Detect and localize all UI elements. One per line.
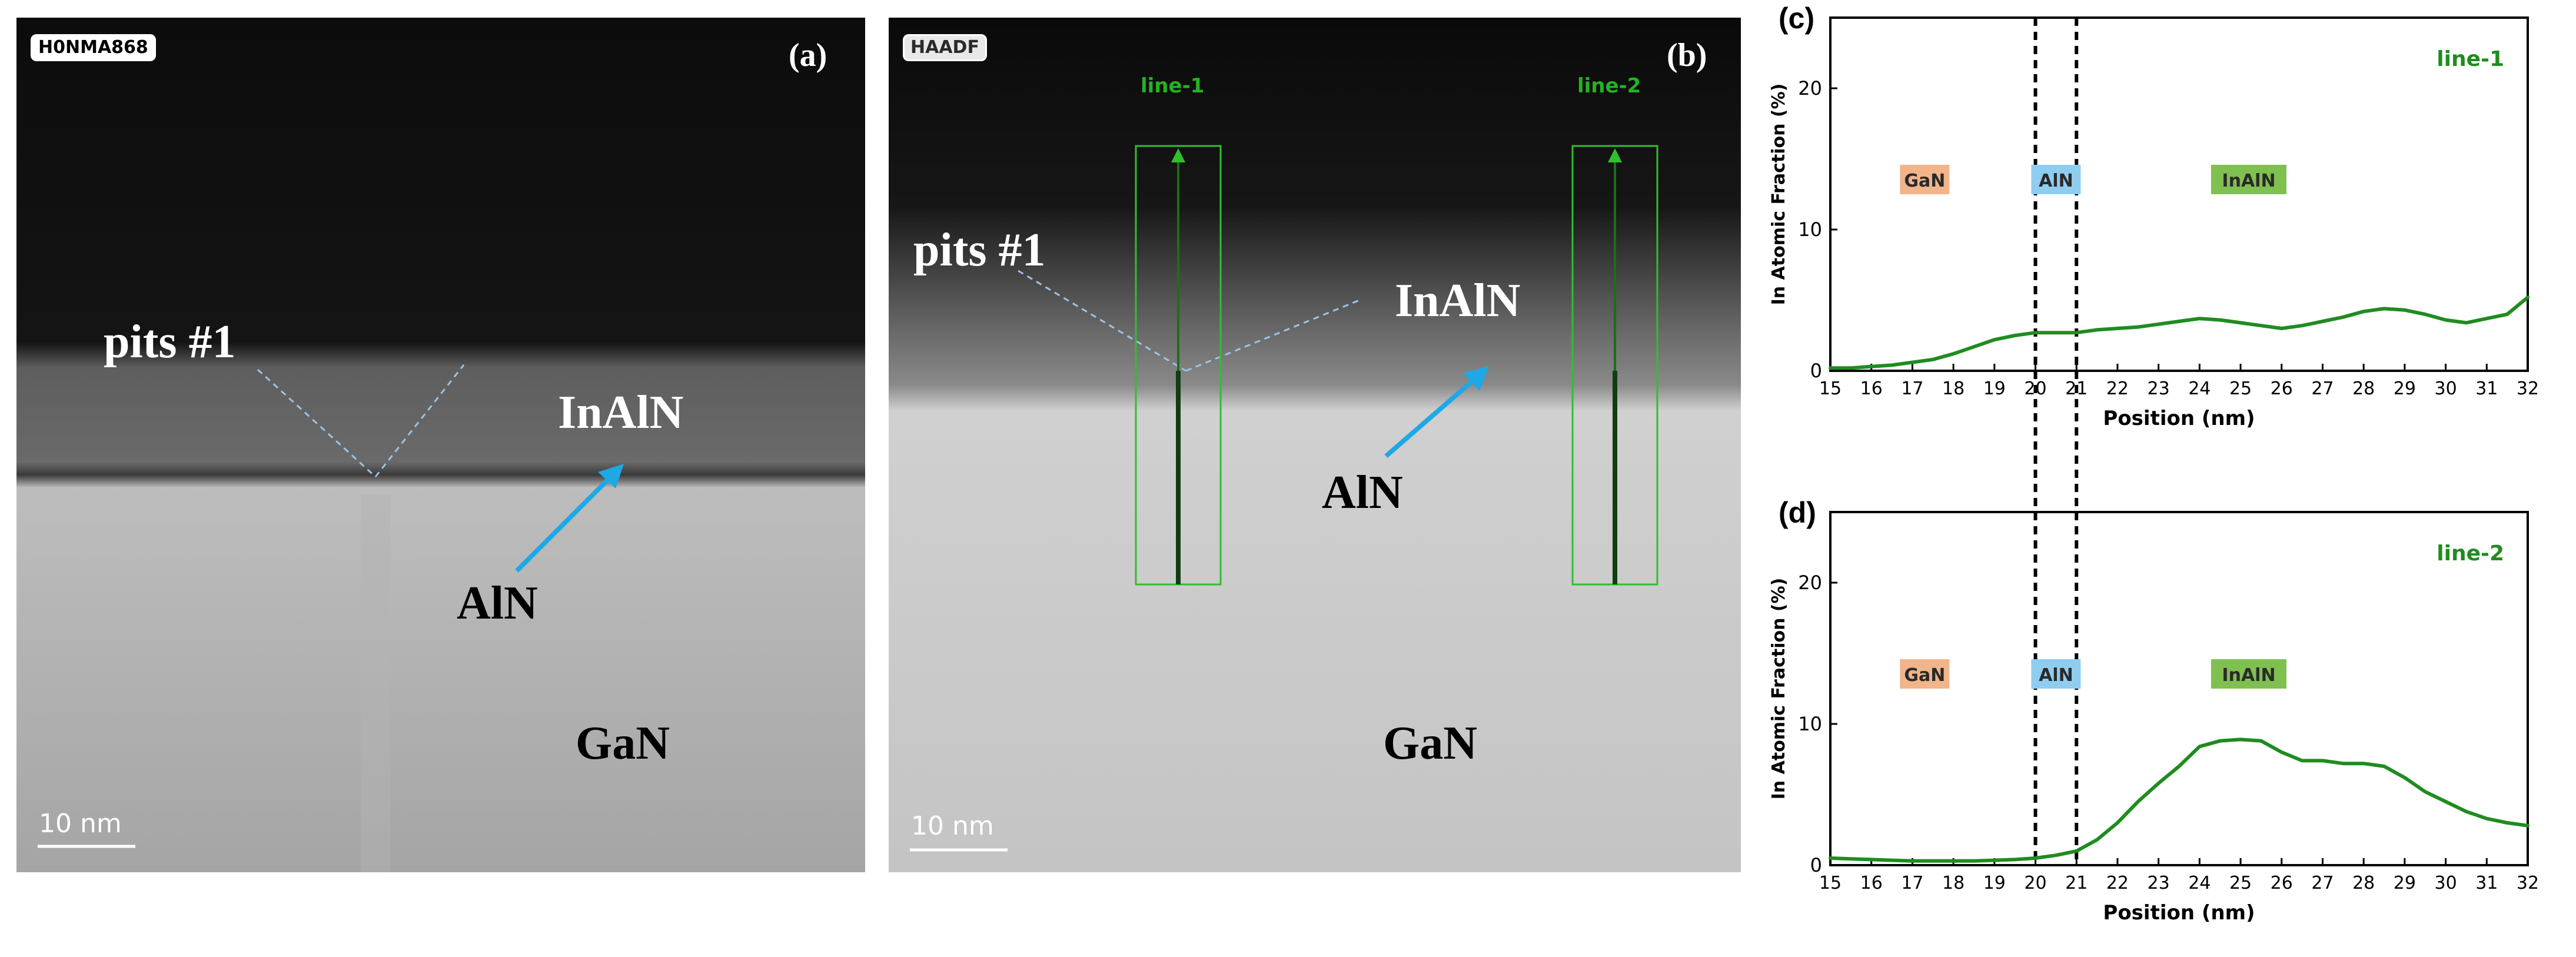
inaln-region-label: InAlN: [2222, 665, 2275, 686]
x-tick-label: 17: [1901, 378, 1923, 399]
detector-tag: HAADF: [903, 34, 987, 61]
x-tick-label: 18: [1942, 873, 1965, 893]
chart-d: (d) 15 16 17 18 19 20 21 22 23 24 25 26 27 28 29 30 31 32 0…: [1769, 496, 2539, 925]
y-tick-label: 20: [1798, 77, 1822, 99]
x-tick-label: 28: [2352, 378, 2375, 399]
pits-label: pits #1: [913, 224, 1046, 276]
panel-label: (d): [1779, 496, 1816, 529]
x-tick-label: 30: [2434, 873, 2457, 893]
panel-label-b: (b): [1667, 37, 1707, 74]
y-tick-label: 20: [1798, 571, 1822, 594]
x-tick-label: 21: [2065, 873, 2088, 893]
x-tick-label: 32: [2517, 873, 2539, 893]
x-tick-label: 29: [2394, 873, 2416, 893]
y-axis-label: In Atomic Fraction (%): [1769, 84, 1789, 305]
x-tick-label: 15: [1819, 873, 1842, 893]
y-tick-label: 0: [1810, 360, 1822, 382]
aln-region-label: AlN: [2039, 665, 2073, 686]
x-tick-label: 22: [2106, 378, 2129, 399]
gan-label: GaN: [1383, 717, 1477, 769]
x-tick-label: 30: [2434, 378, 2457, 399]
y-tick-label: 10: [1798, 218, 1822, 241]
aln-label: AlN: [457, 577, 538, 629]
x-tick-label: 20: [2024, 873, 2046, 893]
tem-image-a-graphic: [16, 18, 865, 872]
x-tick-label: 23: [2148, 873, 2170, 893]
series-line: [1829, 737, 2530, 863]
detector-tag: H0NMA868: [31, 34, 156, 61]
x-tick-label: 31: [2475, 378, 2498, 399]
x-tick-label: 24: [2188, 378, 2211, 399]
aln-region-label-box: [2031, 165, 2081, 194]
x-tick-label: 25: [2229, 378, 2252, 399]
scale-bar-label: 10 nm: [39, 809, 122, 839]
panel-label: (c): [1779, 2, 1814, 35]
aln-region-label: AlN: [2039, 171, 2073, 191]
x-tick-label: 28: [2352, 873, 2375, 893]
y-tick-label: 0: [1810, 854, 1822, 876]
inaln-region-label-box: [2211, 165, 2286, 194]
x-tick-label: 16: [1860, 378, 1883, 399]
x-tick-label: 21: [2065, 378, 2088, 399]
gan-region-label-box: [1900, 165, 1950, 194]
haadf-image-b: HAADF (b) line-1 line-2 pits #1 InAlN Al…: [889, 18, 1741, 872]
gan-region-label: GaN: [1904, 171, 1945, 191]
inaln-region-label-box: [2211, 659, 2286, 689]
x-tick-label: 26: [2271, 873, 2293, 893]
inaln-label: InAlN: [1395, 275, 1521, 327]
x-tick-label: 31: [2475, 873, 2498, 893]
x-tick-label: 17: [1901, 873, 1923, 893]
series-label: line-1: [2437, 47, 2504, 71]
x-tick-label: 19: [1983, 873, 2006, 893]
scale-bar-label: 10 nm: [911, 811, 994, 841]
gan-region-label-box: [1900, 659, 1950, 689]
series-label: line-2: [2437, 541, 2504, 566]
x-tick-label: 32: [2517, 378, 2539, 399]
gan-label: GaN: [576, 717, 670, 769]
pits-label: pits #1: [104, 316, 236, 368]
aln-label: AlN: [1322, 467, 1403, 519]
x-tick-label: 24: [2188, 873, 2211, 893]
x-tick-label: 27: [2311, 378, 2334, 399]
haadf-image-b-graphic: [889, 18, 1741, 872]
plot-frame: [1829, 16, 2529, 372]
x-tick-label: 16: [1860, 873, 1883, 893]
chart-c: (c) 15 16 17 18 19 20 21 22 23 24 25 26 27 28 29 30 31 32 0…: [1769, 2, 2539, 430]
series-line: [1829, 295, 2530, 370]
panel-label-a: (a): [789, 37, 827, 74]
line-1-label: line-1: [1141, 74, 1205, 98]
x-tick-label: 19: [1983, 378, 2006, 399]
tem-image-a: H0NMA868 (a) pits #1 InAlN AlN GaN 10 nm: [16, 18, 865, 872]
gan-region-label: GaN: [1904, 665, 1945, 686]
line-2-label: line-2: [1577, 74, 1641, 98]
x-tick-label: 25: [2229, 873, 2252, 893]
x-tick-label: 23: [2148, 378, 2170, 399]
y-axis-label: In Atomic Fraction (%): [1769, 578, 1789, 800]
x-tick-label: 27: [2311, 873, 2334, 893]
x-tick-label: 26: [2271, 378, 2293, 399]
inaln-region-label: InAlN: [2222, 171, 2275, 191]
x-tick-label: 18: [1942, 378, 1965, 399]
x-tick-label: 22: [2106, 873, 2129, 893]
x-axis-label: Position (nm): [2103, 407, 2255, 430]
x-tick-label: 15: [1819, 378, 1842, 399]
x-tick-label: 29: [2394, 378, 2416, 399]
aln-region-label-box: [2031, 659, 2081, 689]
inaln-label: InAlN: [558, 387, 684, 438]
x-axis-label: Position (nm): [2103, 901, 2255, 925]
x-tick-label: 20: [2024, 378, 2046, 399]
y-tick-label: 10: [1798, 713, 1822, 735]
plot-frame: [1829, 511, 2529, 866]
